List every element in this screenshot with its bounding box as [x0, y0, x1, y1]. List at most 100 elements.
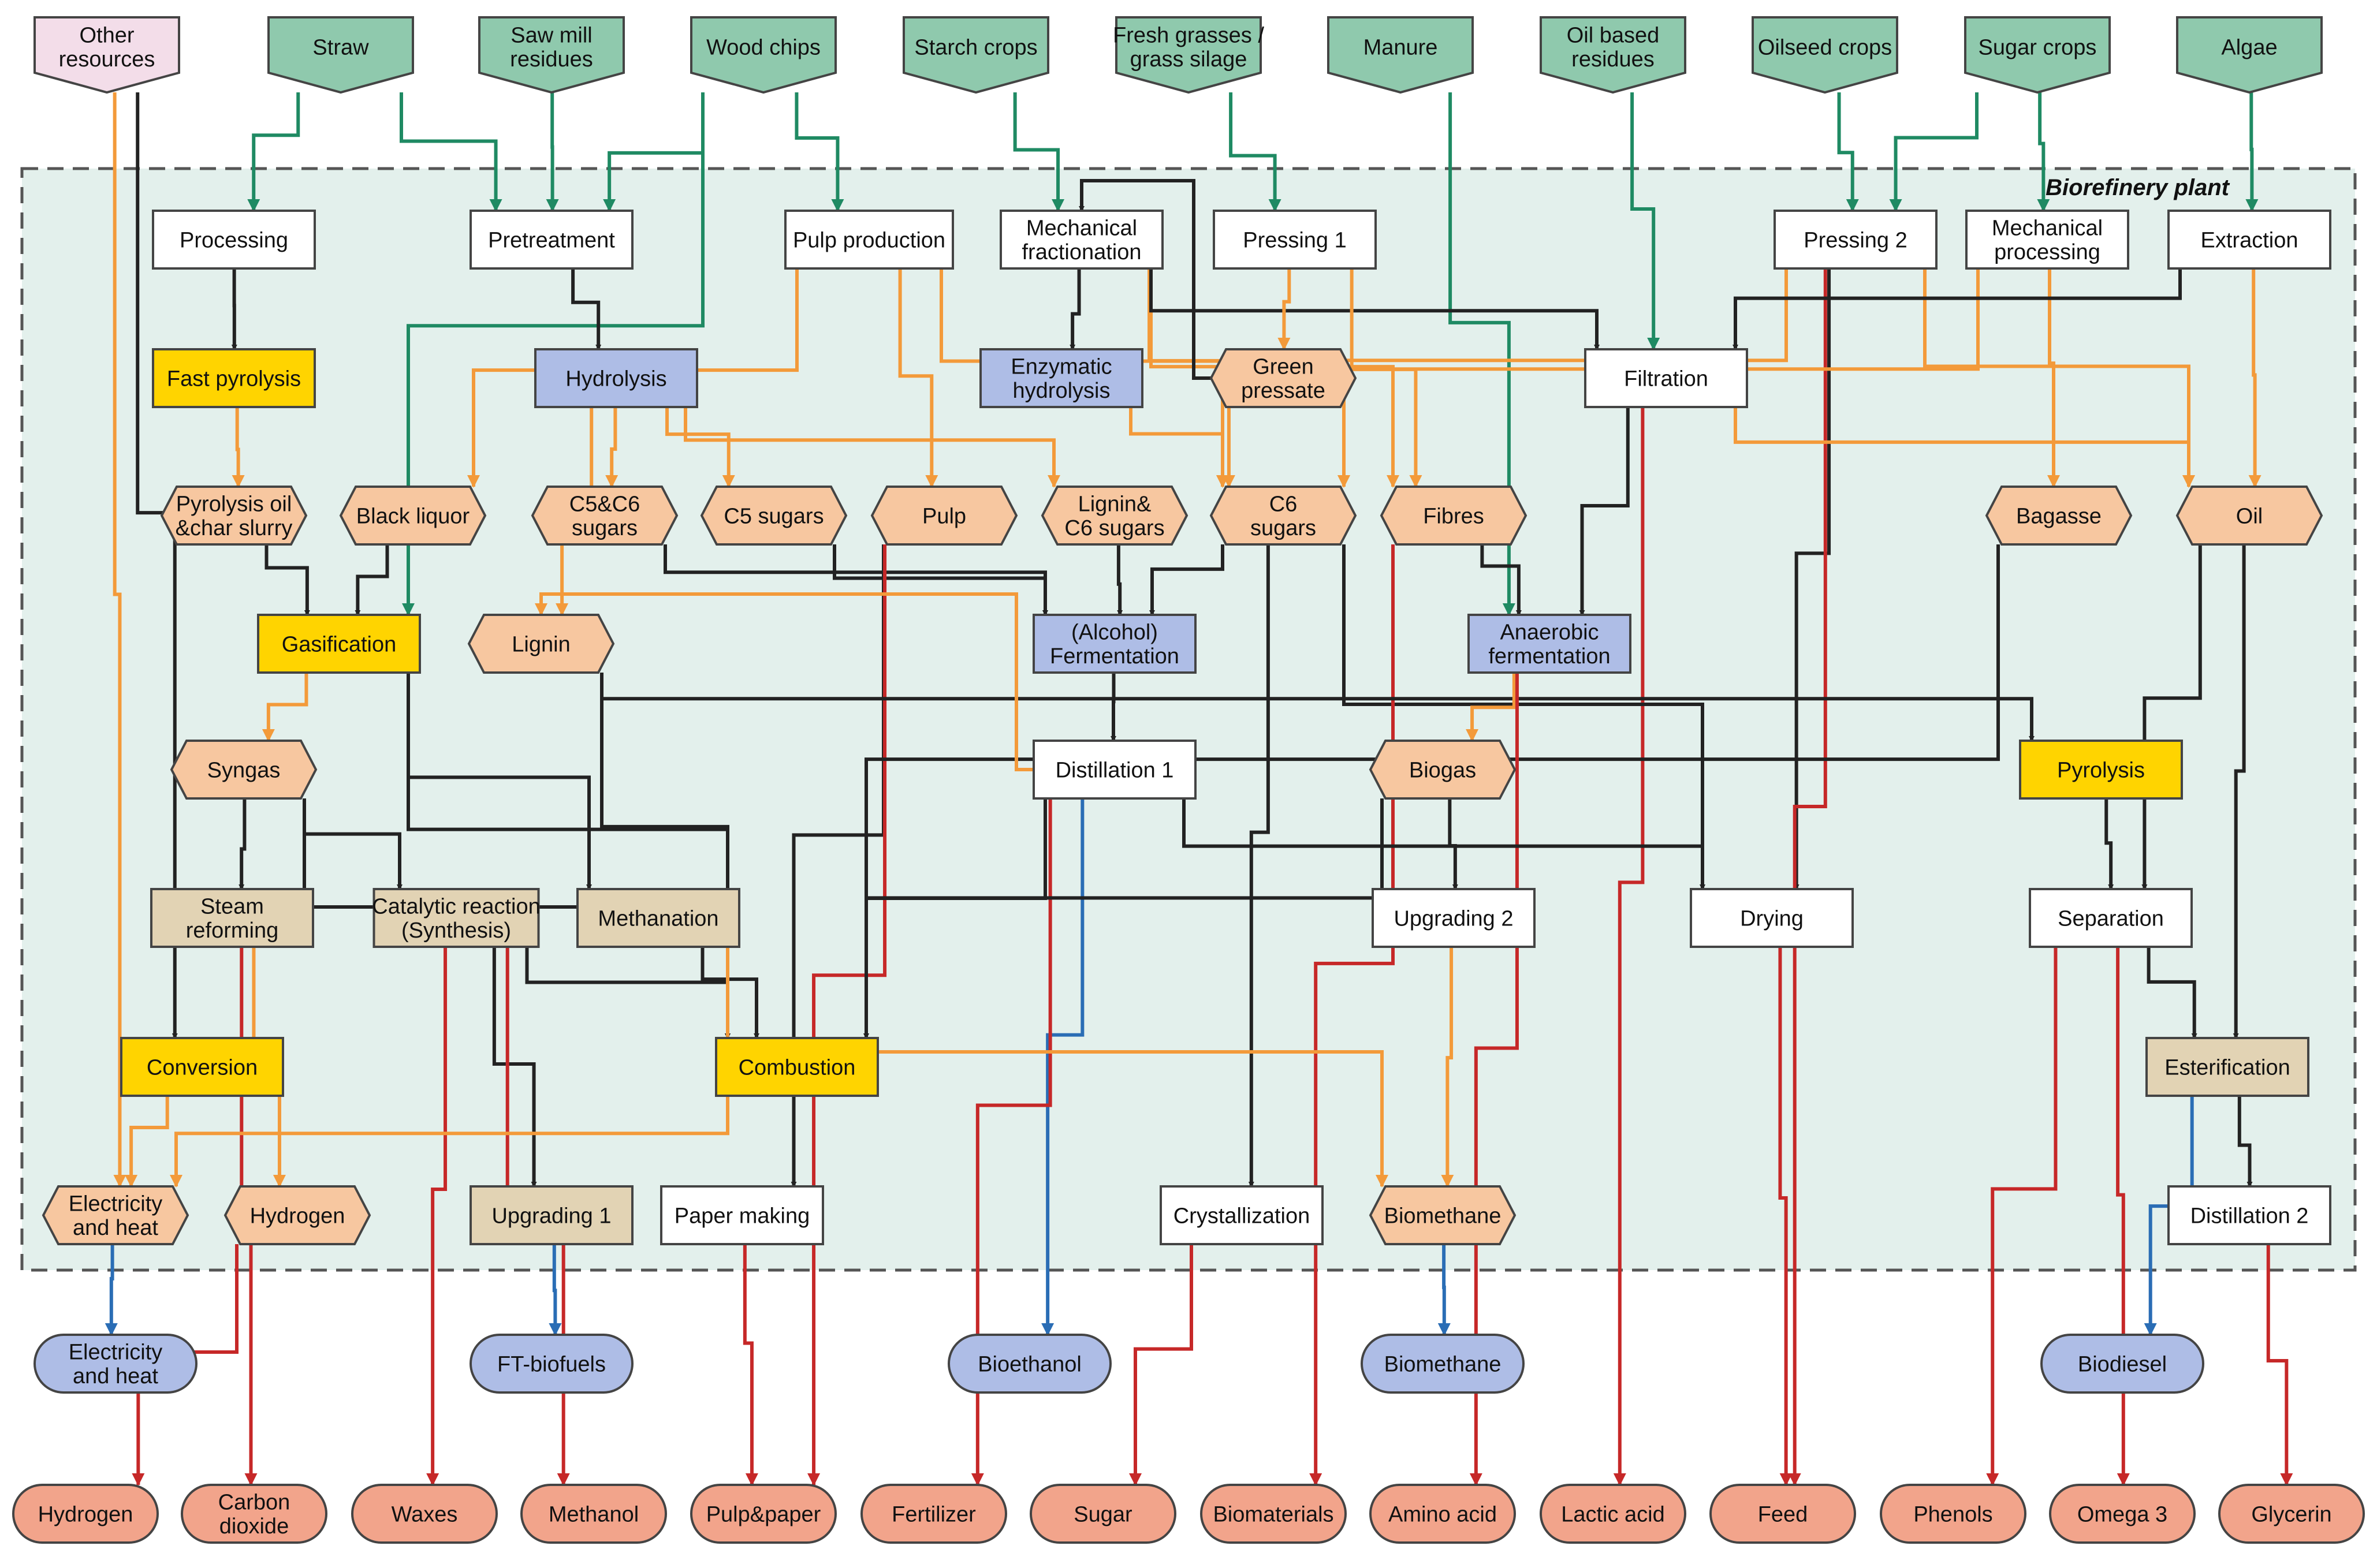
node-label: Omega 3 [2077, 1502, 2167, 1526]
edge-lignin-to-pyrolysis [600, 673, 2035, 742]
node-pyrooil: Pyrolysis oil&char slurry [160, 486, 308, 546]
node-sugarcrops: Sugar crops [1964, 16, 2111, 94]
node-m_hydrogen: Hydrogen [12, 1484, 159, 1544]
edge-sugarcrops-to-mechproc [2037, 92, 2050, 212]
node-label: Biomaterials [1213, 1502, 1333, 1526]
node-shape [478, 16, 625, 94]
node-combustion: Combustion [715, 1037, 879, 1097]
node-label: pressate [1241, 379, 1325, 403]
node-label: (Alcohol) [1071, 620, 1158, 644]
node-shape [223, 1185, 371, 1245]
edge-straw-to-processing [247, 92, 300, 212]
node-label: Feed [1758, 1502, 1808, 1526]
node-shape [2040, 1334, 2204, 1394]
edge-extraction-to-oil [2248, 268, 2261, 488]
node-label: Biodiesel [2078, 1352, 2167, 1376]
node-label: Syngas [207, 758, 281, 782]
node-shape [1369, 740, 1517, 800]
node-label: Glycerin [2251, 1502, 2331, 1526]
node-label: Saw mill [511, 23, 592, 47]
edge-conversion-to-elecheat_i [125, 1096, 169, 1188]
node-m_biomaterials: Biomaterials [1200, 1484, 1347, 1544]
node-label: Sugar crops [1979, 35, 2097, 59]
node-shape [1213, 210, 1377, 270]
node-shape [1709, 1484, 1856, 1544]
edge-pretreatment-to-hydrolysis [571, 268, 602, 350]
node-shape [534, 348, 698, 408]
node-label: C6 sugars [1064, 516, 1164, 540]
node-biogas: Biogas [1369, 740, 1517, 800]
node-syngas: Syngas [170, 740, 318, 800]
node-label: grass silage [1130, 47, 1247, 72]
node-shape [257, 614, 421, 674]
node-biomethane_i: Biomethane [1369, 1185, 1517, 1245]
node-label: (Synthesis) [401, 919, 511, 943]
edge-grasses-to-pressing1 [1229, 92, 1281, 212]
node-pressing2: Pressing 2 [1774, 210, 1938, 270]
node-label: residues [1571, 47, 1655, 72]
node-upgrading2: Upgrading 2 [1372, 888, 1536, 948]
node-shape [784, 210, 954, 270]
node-shape [1369, 1185, 1517, 1245]
edge-greenpress-to-mechfrac [1079, 179, 1211, 380]
node-label: Processing [180, 228, 288, 252]
edge-filtration-to-oil [1734, 407, 2195, 488]
node-shape [576, 888, 740, 948]
node-lignin: Lignin [467, 614, 615, 674]
node-shape [860, 1484, 1007, 1544]
edge-pulpprod-to-pulp [898, 268, 938, 488]
edge-pressing2-to-oil [1923, 268, 2195, 488]
node-label: Biogas [1409, 758, 1476, 782]
node-methanation: Methanation [576, 888, 740, 948]
edge-distill1-to-bioethanol [1041, 798, 1085, 1336]
node-pretreatment: Pretreatment [470, 210, 634, 270]
node-label: Electricity [69, 1340, 163, 1364]
node-conversion: Conversion [120, 1037, 284, 1097]
node-label: Extraction [2201, 228, 2298, 252]
node-shape [2167, 210, 2331, 270]
node-shape [690, 1484, 837, 1544]
node-label: Waxes [392, 1502, 458, 1526]
edge-hydrolysis-to-ligc6 [684, 407, 1060, 488]
node-shape [1209, 486, 1357, 546]
node-shape [2019, 740, 2183, 800]
node-shape [1584, 348, 1748, 408]
edge-filtration-to-anaerobic [1579, 407, 1630, 616]
edge-oilres-to-filtration [1630, 92, 1660, 350]
node-shape [267, 16, 414, 94]
node-papermaking: Paper making [660, 1185, 824, 1245]
node-m_waxes: Waxes [351, 1484, 498, 1544]
node-label: Pretreatment [488, 228, 615, 252]
edge-distill1-to-lignin [535, 592, 1034, 771]
node-hydrolysis: Hydrolysis [534, 348, 698, 408]
node-pyrolysis: Pyrolysis [2019, 740, 2183, 800]
node-shape [150, 888, 314, 948]
node-shape [1327, 16, 1474, 94]
node-shape [351, 1484, 498, 1544]
node-label: C5 sugars [724, 504, 824, 528]
edge-ligc6-to-alcferm [1116, 544, 1123, 616]
edge-c6-to-crystallization [1248, 544, 1270, 1188]
edge-alcferm-to-distill1 [1111, 673, 1116, 742]
node-shape [470, 210, 634, 270]
node-shape [1033, 740, 1197, 800]
edge-crystallization-to-m_sugar [1129, 1244, 1193, 1486]
node-pressing1: Pressing 1 [1213, 210, 1377, 270]
edge-methanation-to-biomethane_i [726, 947, 1388, 1188]
node-shape [948, 1334, 1112, 1394]
node-label: Conversion [147, 1055, 258, 1080]
node-label: Algae [2221, 35, 2277, 59]
node-shape [170, 740, 318, 800]
node-crystallization: Crystallization [1160, 1185, 1324, 1245]
node-label: Hydrogen [250, 1204, 345, 1228]
node-m_glycerin: Glycerin [2218, 1484, 2365, 1544]
node-label: Steam [200, 894, 264, 919]
node-oilseed: Oilseed crops [1752, 16, 1898, 94]
node-m_lactic: Lactic acid [1540, 1484, 1686, 1544]
node-label: hydrolysis [1013, 379, 1111, 403]
